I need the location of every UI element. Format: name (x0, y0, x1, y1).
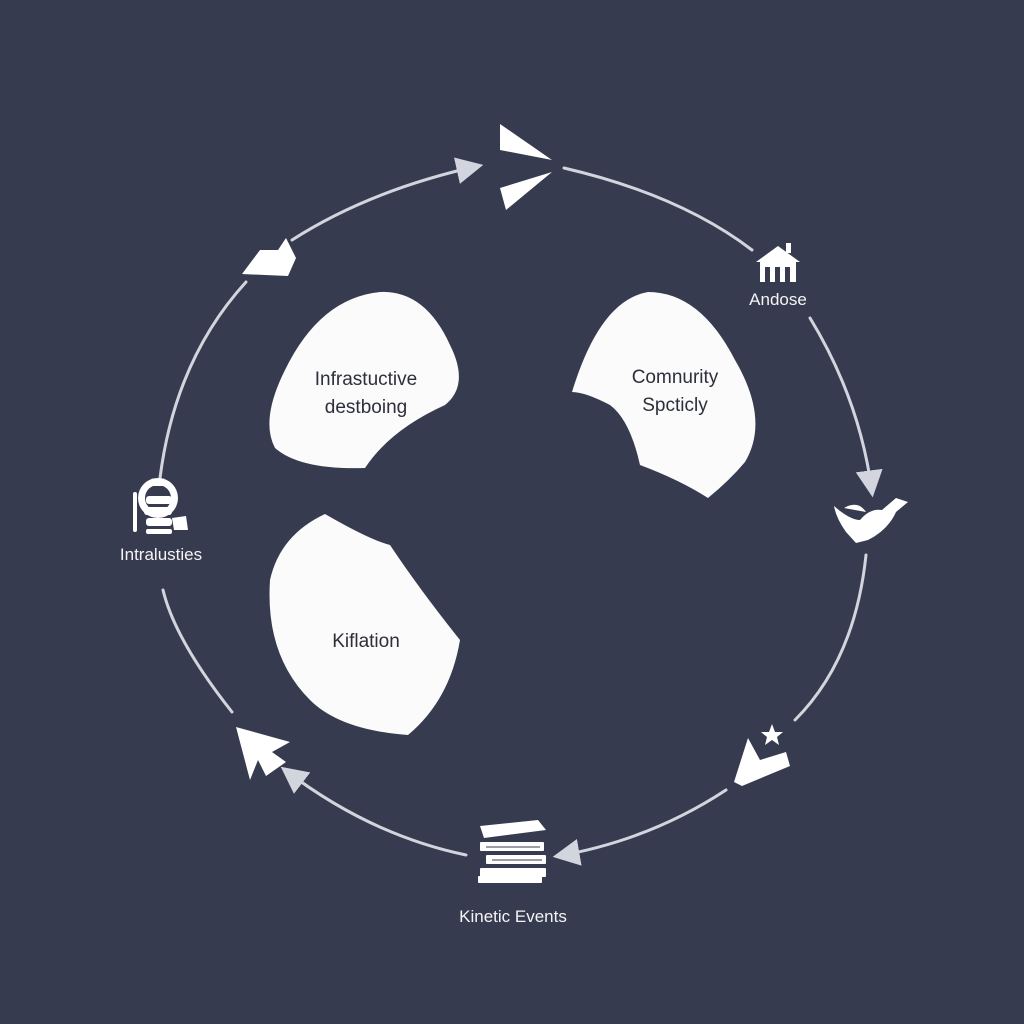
blob-infrastructure-text: Infrastuctive destboing (315, 366, 417, 422)
blob-community-line2: Spcticly (642, 395, 708, 416)
blob-kiflation-text: Kiflation (332, 628, 400, 656)
ring-arc-top-to-house (562, 166, 754, 252)
blob-infrastructure-line1: Infrastuctive (314, 369, 418, 390)
ring-arc-gears-to-folder (158, 280, 248, 480)
blob-kiflation (269, 514, 460, 735)
node-label-kinetic-events: Kinetic Events (459, 907, 567, 926)
ring-arc-books-to-cursor (280, 766, 468, 857)
blob-community-text: Comnurity Spcticly (632, 364, 719, 420)
gear-stack-icon (133, 478, 188, 534)
cursor-arrow-icon (236, 727, 290, 780)
ring-arc-bird-to-check (793, 553, 868, 722)
blob-infrastructure (269, 291, 459, 469)
cycle-ring (158, 157, 883, 866)
house-icon (756, 243, 800, 282)
ring-arc-upperleft-to-top (290, 157, 484, 242)
bird-icon (834, 498, 908, 543)
folder-icon (242, 238, 296, 276)
blob-kiflation-line1: Kiflation (332, 631, 400, 652)
node-label-andose: Andose (749, 290, 807, 309)
ring-arc-house-to-bird (808, 316, 883, 498)
paper-plane-icon (500, 124, 552, 210)
ring-arc-cursor-to-gears (161, 588, 234, 714)
node-label-intralusties: Intralusties (119, 545, 203, 564)
checkmark-icon (734, 724, 790, 786)
stacked-books-icon (478, 820, 546, 883)
blob-community (572, 292, 756, 498)
ring-arc-check-to-books (552, 788, 728, 866)
blob-infrastructure-line2: destboing (324, 397, 408, 418)
blob-community-line1: Comnurity (631, 367, 719, 388)
